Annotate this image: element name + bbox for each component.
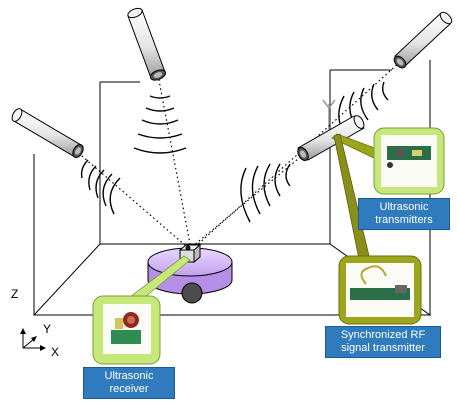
- axis-z-label: Z: [11, 287, 19, 301]
- caption-transmitters-line1: Ultrasonic: [379, 201, 429, 213]
- transmitter-middle-right-icon: [297, 115, 365, 161]
- rf-photo-frame: [338, 255, 422, 325]
- signal-lines: [74, 61, 401, 247]
- transmitter-photo-frame: [373, 127, 445, 195]
- caption-transmitters-line2: transmitters: [375, 214, 433, 226]
- caption-ultrasonic-transmitters: Ultrasonic transmitters: [358, 198, 450, 230]
- axis-y-label: Y: [43, 322, 52, 336]
- caption-ultrasonic-receiver: Ultrasonic receiver: [83, 367, 175, 399]
- caption-receiver-line2: receiver: [109, 383, 149, 395]
- caption-rf-signal-transmitter: Synchronized RF signal transmitter: [325, 326, 441, 358]
- caption-receiver-line1: Ultrasonic: [104, 370, 154, 382]
- transmitter-left-icon: [11, 108, 84, 158]
- transmitter-top-icon: [127, 7, 167, 81]
- caption-rf-line1: Synchronized RF: [340, 329, 426, 341]
- transmitter-top-right-icon: [393, 11, 453, 69]
- axis-x-label: X: [51, 345, 60, 359]
- coordinate-axes-icon: [20, 328, 46, 351]
- receiver-photo-frame: [92, 295, 161, 365]
- caption-rf-line2: signal transmitter: [341, 342, 425, 354]
